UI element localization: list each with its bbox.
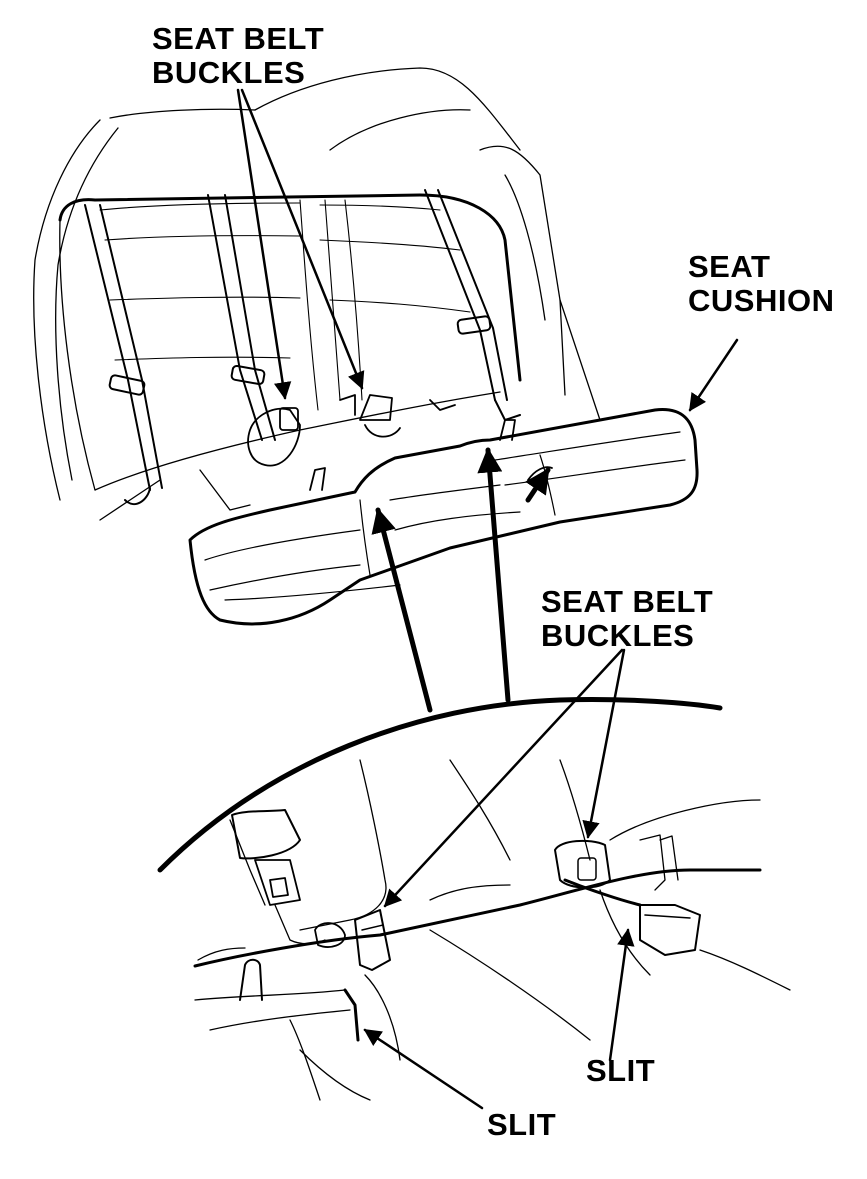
slit-left-label: SLIT bbox=[487, 1107, 557, 1142]
top-seat-belt-buckles-label: SEAT BELT BUCKLES bbox=[152, 22, 324, 90]
label-line: SEAT BELT bbox=[541, 584, 714, 619]
upper-seat-belts bbox=[84, 189, 521, 506]
upper-buckles bbox=[247, 394, 456, 467]
label-line: SEAT bbox=[688, 249, 771, 284]
label-line: BUCKLES bbox=[541, 618, 695, 653]
seat-back bbox=[58, 193, 522, 491]
leader-arrows bbox=[236, 88, 739, 1110]
car-interior-outline bbox=[33, 67, 601, 521]
label-line: BUCKLES bbox=[152, 55, 306, 90]
label-line: SEAT BELT bbox=[152, 21, 325, 56]
lift-arrows bbox=[371, 447, 551, 713]
lower-seat-belt-buckles-label: SEAT BELT BUCKLES bbox=[541, 585, 713, 653]
slit-right-label: SLIT bbox=[586, 1053, 656, 1088]
label-line: CUSHION bbox=[688, 283, 835, 318]
detail-view bbox=[157, 697, 791, 1101]
seat-cushion-label: SEAT CUSHION bbox=[688, 250, 834, 318]
